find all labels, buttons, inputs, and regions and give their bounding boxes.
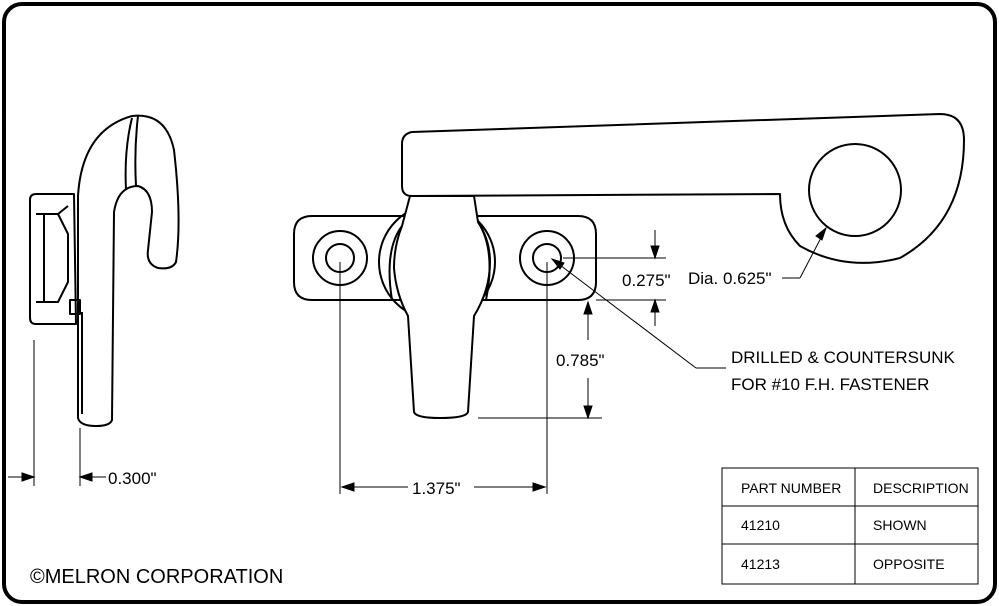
mounting-plate — [293, 215, 597, 301]
hole-offset-label: 0.785" — [556, 351, 605, 370]
table-header-part-number: PART NUMBER — [741, 480, 841, 496]
table-cell-part-1: 41210 — [741, 517, 780, 533]
parts-table — [721, 467, 979, 585]
table-cell-part-2: 41213 — [741, 556, 780, 572]
diameter-leader — [782, 226, 828, 279]
side-view-hook — [77, 114, 180, 427]
hole-offset-dimension — [478, 300, 602, 420]
fastener-note-line1: DRILLED & COUNTERSUNK — [731, 348, 956, 367]
handle-grip — [393, 195, 491, 419]
table-cell-desc-1: SHOWN — [873, 517, 927, 533]
thickness-dimension — [8, 340, 106, 486]
lever-hole — [808, 143, 902, 237]
copyright-text: ©MELRON CORPORATION — [30, 566, 283, 588]
side-view-nut — [29, 193, 77, 325]
hole-spacing-label: 1.375" — [412, 479, 461, 498]
hole-spacing-dimension — [339, 262, 548, 494]
thickness-label: 0.300" — [108, 469, 157, 488]
side-view — [29, 114, 180, 427]
diameter-label: Dia. 0.625" — [688, 269, 772, 288]
hole-size-label: 0.275" — [622, 271, 671, 290]
lever-arm — [401, 113, 965, 264]
fastener-note-line2: FOR #10 F.H. FASTENER — [731, 375, 929, 394]
table-header-description: DESCRIPTION — [873, 480, 969, 496]
hole-size-dimension — [563, 230, 666, 326]
fastener-note-leader — [550, 257, 726, 369]
front-view — [293, 113, 965, 419]
table-cell-desc-2: OPPOSITE — [873, 556, 945, 572]
